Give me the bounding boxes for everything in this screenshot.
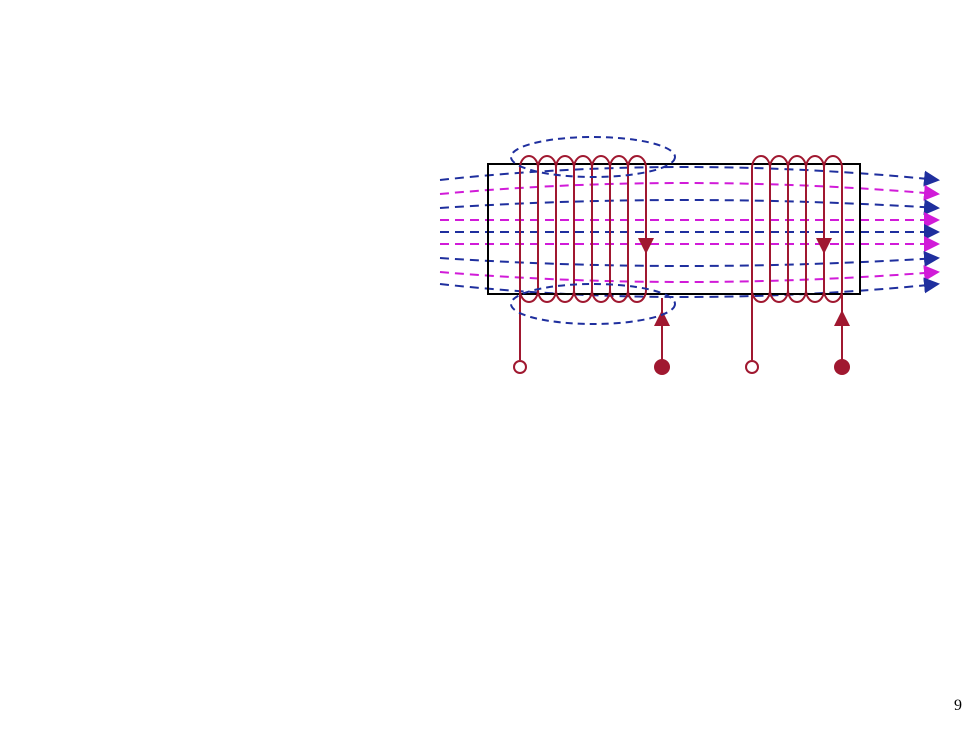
page-number: 9 [954,697,962,714]
flux-lines [439,166,940,298]
terminals [513,359,850,375]
coupled-coils-diagram [439,136,940,375]
coil-1 [519,155,670,360]
flux-loops [510,136,676,325]
coil-2 [751,155,850,360]
magnetic-core [487,163,861,295]
